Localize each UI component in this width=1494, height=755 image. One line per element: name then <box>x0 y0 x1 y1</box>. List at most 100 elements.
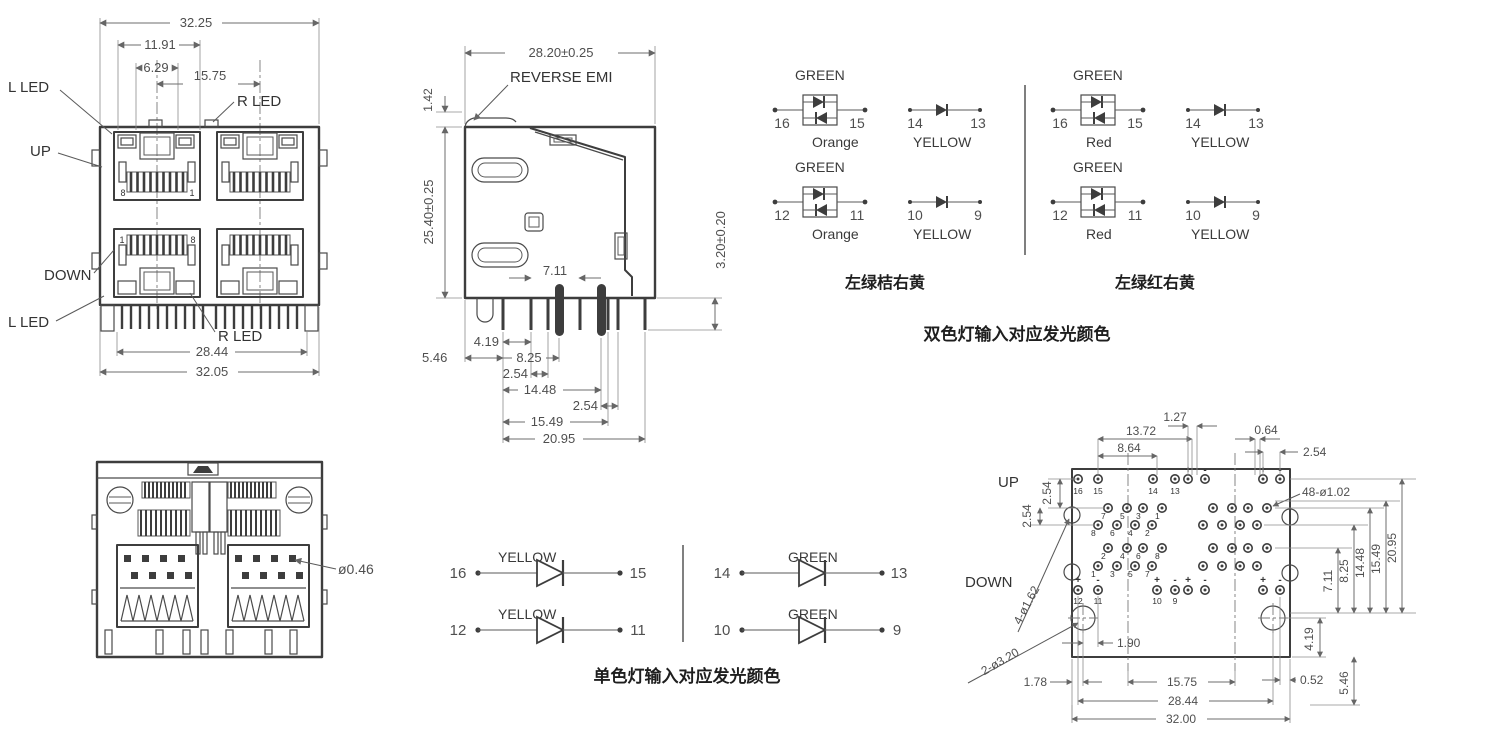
led-pin-10: 10 <box>714 622 731 639</box>
pcb-pad-labels: 16 15 14 13 + - + - 7 5 3 1 8 6 4 2 2 4 … <box>1073 465 1281 606</box>
pcb-pin-8: 8 <box>1091 528 1096 538</box>
front-label-l-led-bottom: L LED <box>8 314 49 331</box>
pcb-dim-32-00: 32.00 <box>1166 712 1196 726</box>
pcb-dim-1-78: 1.78 <box>1024 675 1048 689</box>
pcb-minus-mark: - <box>1203 575 1206 586</box>
led-pin-10: 10 <box>1185 207 1201 223</box>
pcb-pin-1: 1 <box>1155 511 1160 521</box>
dual-led-right-group: GREEN 16 15 Red 14 13 YELLOW GREEN 12 11… <box>1049 67 1264 292</box>
pcb-plus-mark: + <box>1154 575 1160 586</box>
led-pin-14: 14 <box>714 565 731 582</box>
pcb-dim-13-72: 13.72 <box>1126 424 1156 438</box>
pcb-dim-2-54-left2: 2.54 <box>1020 504 1034 528</box>
pcb-minus-mark: - <box>1096 575 1099 586</box>
front-label-r-led-bottom: R LED <box>218 328 262 345</box>
side-dim-2-54b: 2.54 <box>573 398 598 413</box>
front-dim-15-75: 15.75 <box>194 68 227 83</box>
front-port-bottom-right <box>216 228 304 298</box>
led-label-green: GREEN <box>788 549 838 565</box>
pcb-pin-5b: 5 <box>1128 569 1133 579</box>
pcb-dim-2-54-left1: 2.54 <box>1040 481 1054 505</box>
pcb-pin-8b: 8 <box>1155 551 1160 561</box>
led-pin-15: 15 <box>849 115 865 131</box>
front-label-up: UP <box>30 143 51 160</box>
pcb-footprint: 16 15 14 13 + - + - 7 5 3 1 8 6 4 2 2 4 … <box>965 410 1416 726</box>
pcb-dim-7-11: 7.11 <box>1321 569 1335 592</box>
pcb-pin-5: 5 <box>1120 511 1125 521</box>
dual-led-left-group: GREEN 16 15 Orange 14 13 YELLOW GREEN 12… <box>771 67 986 292</box>
dual-right-caption: 左绿红右黄 <box>1114 273 1195 292</box>
led-pin-13: 13 <box>970 115 986 131</box>
pcb-pin-3b: 3 <box>1110 569 1115 579</box>
front-pin1-top: 1 <box>189 188 194 198</box>
pcb-dim-4-19: 4.19 <box>1302 627 1316 651</box>
pcb-pin-2b: 2 <box>1101 551 1106 561</box>
pcb-dim-0-52: 0.52 <box>1300 673 1324 687</box>
pcb-dim-1-90: 1.90 <box>1117 636 1141 650</box>
led-label-orange: Orange <box>812 134 859 150</box>
led-pin-10: 10 <box>907 207 923 223</box>
pcb-pin-3: 3 <box>1136 511 1141 521</box>
pcb-pin-13: 13 <box>1170 486 1180 496</box>
front-dim-32-25: 32.25 <box>180 15 213 30</box>
front-dim-11-91: 11.91 <box>144 37 176 52</box>
led-pin-16: 16 <box>1052 115 1068 131</box>
led-label-orange: Orange <box>812 226 859 242</box>
front-dim-6-29: 6.29 <box>143 60 168 75</box>
led-pin-15: 15 <box>630 565 647 582</box>
pcb-dim-2-54-top: 2.54 <box>1303 445 1327 459</box>
side-dim-4-19: 4.19 <box>474 334 499 349</box>
rear-body <box>91 460 328 659</box>
led-pin-14: 14 <box>907 115 923 131</box>
led-label-yellow: YELLOW <box>1191 226 1250 242</box>
led-pin-14: 14 <box>1185 115 1201 131</box>
front-dim-28-44: 28.44 <box>196 344 229 359</box>
front-label-l-led-top: L LED <box>8 79 49 96</box>
front-port-top-right <box>216 131 304 201</box>
front-port-top-left: 8 1 <box>113 131 201 201</box>
led-pin-13: 13 <box>1248 115 1264 131</box>
pcb-pin-15: 15 <box>1093 486 1103 496</box>
led-pin-12: 12 <box>774 207 790 223</box>
led-pin-12: 12 <box>450 622 467 639</box>
pcb-dim-4-holes: 4-ø1.62 <box>1011 583 1043 626</box>
dual-left-caption: 左绿桔右黄 <box>844 273 925 292</box>
dual-led-diagram: GREEN 16 15 Orange 14 13 YELLOW GREEN 12… <box>771 67 1264 344</box>
led-label-green: GREEN <box>1073 67 1123 83</box>
led-label-red: Red <box>1086 226 1112 242</box>
pcb-dim-1-27: 1.27 <box>1163 410 1187 424</box>
side-dim-5-46: 5.46 <box>422 350 447 365</box>
side-label-reverse-emi: REVERSE EMI <box>510 69 613 86</box>
single-led-right-group: GREEN 14 13 GREEN 10 9 <box>714 549 907 645</box>
pcb-pin-6: 6 <box>1110 528 1115 538</box>
pcb-pin-4b: 4 <box>1120 551 1125 561</box>
pcb-plus-mark: + <box>1185 575 1191 586</box>
dual-main-caption: 双色灯输入对应发光颜色 <box>924 324 1111 344</box>
side-dim-14-48: 14.48 <box>524 382 557 397</box>
front-pin8-top: 8 <box>120 188 125 198</box>
pcb-board-outline <box>1071 468 1291 658</box>
pcb-pin-9: 9 <box>1173 596 1178 606</box>
led-pin-16: 16 <box>450 565 467 582</box>
front-label-r-led-top: R LED <box>237 93 281 110</box>
pcb-dim-20-95: 20.95 <box>1385 533 1399 563</box>
pcb-label-up: UP <box>998 474 1019 491</box>
rear-dim-0-46: ø0.46 <box>338 561 374 577</box>
led-pin-9: 9 <box>893 622 901 639</box>
pcb-minus-mark: - <box>1278 575 1281 586</box>
led-label-red: Red <box>1086 134 1112 150</box>
front-labels: L LED R LED UP DOWN L LED R LED <box>8 79 281 345</box>
led-pin-16: 16 <box>774 115 790 131</box>
led-label-green: GREEN <box>795 67 845 83</box>
single-led-diagram: YELLOW 16 15 YELLOW 12 11 GREEN 14 13 GR… <box>450 545 907 686</box>
pcb-pin-10: 10 <box>1152 596 1162 606</box>
pcb-dim-14-48: 14.48 <box>1353 548 1367 578</box>
rear-port-block-right <box>227 544 310 628</box>
front-emi-fingers <box>100 304 319 332</box>
side-dim-15-49: 15.49 <box>531 414 564 429</box>
pcb-pin-6b: 6 <box>1136 551 1141 561</box>
pcb-plus-mark: + <box>1260 575 1266 586</box>
pcb-pin-7: 7 <box>1101 511 1106 521</box>
led-label-yellow: YELLOW <box>913 134 972 150</box>
